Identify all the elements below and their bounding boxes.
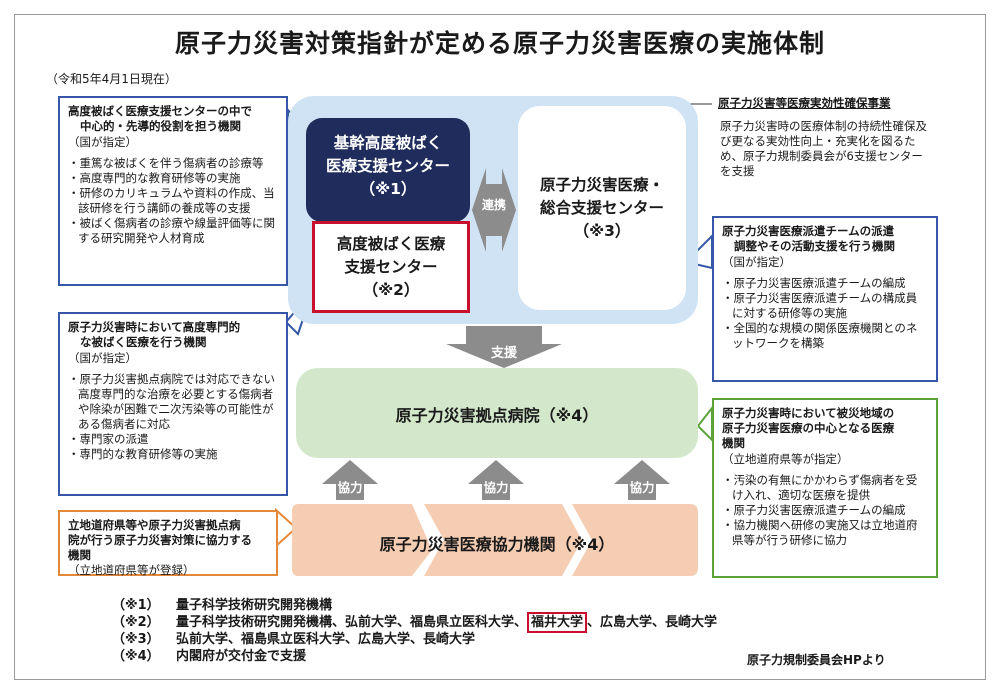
list-item: 原子力災害医療派遣チームの構成員に対する研修等の実施 xyxy=(722,291,928,321)
right-box-2-heading-line-1: 原子力災害医療派遣チームの派遣 xyxy=(722,224,895,238)
list-item: 高度専門的な教育研修等の実施 xyxy=(68,171,278,186)
right-box-2-heading-line-2: 調整やその活動支援を行う機関 xyxy=(734,239,895,253)
left-box-3-sub: （立地道府県等が登録） xyxy=(68,563,195,577)
footnote-text: 弘前大学、福島県立医科大学、広島大学、長崎大学 xyxy=(176,632,476,647)
left-box-3-heading-line-1: 立地道府県等や原子力災害拠点病 xyxy=(68,518,241,532)
navy-line-3: （※1） xyxy=(359,180,417,198)
navy-line-2: 医療支援センター xyxy=(325,157,450,175)
comp-line-1: 原子力災害医療・ xyxy=(539,176,664,194)
comp-line-3: （※3） xyxy=(573,222,631,240)
comp-line-2: 総合支援センター xyxy=(539,199,664,217)
right-box-3-list: 汚染の有無にかかわらず傷病者を受け入れ、適切な医療を提供 原子力災害医療派遣チー… xyxy=(722,473,928,548)
cooperation-label-2: 協力 xyxy=(483,480,509,495)
footnote-2: （※2） 量子科学技術研究開発機構、弘前大学、福島県立医科大学、 福井大学 、広… xyxy=(112,612,718,633)
list-item: 専門家の派遣 xyxy=(68,432,278,447)
support-label: 支援 xyxy=(490,346,517,361)
footnotes: （※1） 量子科学技術研究開発機構 （※2） 量子科学技術研究開発機構、弘前大学… xyxy=(112,597,717,665)
cooperation-arrow-1 xyxy=(322,460,378,500)
left-box-1-sub: （国が指定） xyxy=(68,135,137,149)
list-item: 被ばく傷病者の診療や線量評価等に関する研究開発や人材育成 xyxy=(68,216,278,246)
footnote-3: （※3） 弘前大学、福島県立医科大学、広島大学、長崎大学 xyxy=(112,631,717,648)
right-box-2-sub: （国が指定） xyxy=(722,255,791,269)
footnote-text: 内閣府が交付金で支援 xyxy=(176,649,307,664)
support-arrow-down xyxy=(446,326,562,368)
right-box-3-heading-line-3: 機関 xyxy=(722,436,745,450)
left-box-advanced-center: 原子力災害時において高度専門的 な被ばく医療を行う機関 （国が指定） 原子力災害… xyxy=(58,312,288,496)
list-item: 原子力災害医療派遣チームの編成 xyxy=(722,503,928,518)
red-line-3: （※2） xyxy=(362,281,420,299)
left-box-3-heading-line-2: 院が行う原子力災害対策に協力する xyxy=(68,533,252,547)
list-item: 汚染の有無にかかわらず傷病者を受け入れ、適切な医療を提供 xyxy=(722,473,928,503)
left-box-cooperating: 立地道府県等や原子力災害拠点病 院が行う原子力災害対策に協力する 機関 （立地道… xyxy=(58,510,278,577)
list-item: 研修のカリキュラムや資料の作成、当該研修を行う講師の養成等の支援 xyxy=(68,186,278,216)
right-box-2-list: 原子力災害医療派遣チームの編成 原子力災害医療派遣チームの構成員に対する研修等の… xyxy=(722,276,928,351)
cooperation-label-1: 協力 xyxy=(337,480,363,495)
right-box-3-heading-line-1: 原子力災害時において被災地域の xyxy=(722,406,895,420)
right-box-3-sub: （立地道府県等が指定） xyxy=(722,452,849,466)
left-box-1-heading-line-2: 中心的・先導的役割を担う機関 xyxy=(80,119,241,133)
core-advanced-center-box: 基幹高度被ばく 医療支援センター （※1） xyxy=(306,118,470,222)
left-box-2-list: 原子力災害拠点病院では対応できない高度専門的な治療を必要とする傷病者や除染が困難… xyxy=(68,372,278,462)
comprehensive-center-box: 原子力災害医療・ 総合支援センター （※3） xyxy=(518,106,686,310)
right-box-1-heading: 原子力災害等医療実効性確保事業 xyxy=(718,96,891,110)
as-of-date: （令和5年4月1日現在） xyxy=(46,72,177,86)
footnote-4: （※4） 内閣府が交付金で支援 xyxy=(112,648,717,665)
cooperating-institutions-label: 原子力災害医療協力機関（※4） xyxy=(379,535,615,554)
cooperation-arrow-2 xyxy=(468,460,524,500)
cooperation-arrow-3 xyxy=(614,460,670,500)
base-hospital-box: 原子力災害拠点病院（※4） xyxy=(296,368,698,458)
cooperating-block-1 xyxy=(292,504,432,576)
list-item: 原子力災害医療派遣チームの編成 xyxy=(722,276,928,291)
page-title: 原子力災害対策指針が定める原子力災害医療の実施体制 xyxy=(174,29,825,58)
source-credit: 原子力規制委員会HPより xyxy=(747,653,886,667)
left-box-2-heading-line-2: な被ばく医療を行う機関 xyxy=(80,335,207,349)
footnote-key: （※3） xyxy=(112,632,160,647)
left-box-3-heading-line-3: 機関 xyxy=(68,548,91,562)
advanced-center-box: 高度被ばく医療 支援センター （※2） xyxy=(312,221,470,313)
footnote-key: （※2） xyxy=(112,615,160,630)
red-line-1: 高度被ばく医療 xyxy=(336,235,446,253)
cooperation-label-3: 協力 xyxy=(629,480,655,495)
left-box-core-center: 高度被ばく医療支援センターの中で 中心的・先導的役割を担う機関 （国が指定） 重… xyxy=(58,96,288,286)
list-item: 原子力災害拠点病院では対応できない高度専門的な治療を必要とする傷病者や除染が困難… xyxy=(68,372,278,432)
renkei-label: 連携 xyxy=(481,198,506,212)
cooperating-block-3 xyxy=(572,504,698,576)
left-box-2-heading-line-1: 原子力災害時において高度専門的 xyxy=(68,320,241,334)
footnote-key: （※4） xyxy=(112,649,160,664)
footnote-text-before: 量子科学技術研究開発機構、弘前大学、福島県立医科大学、 xyxy=(176,615,528,630)
footnote-text: 量子科学技術研究開発機構 xyxy=(176,598,333,613)
footnote-text-after: 、広島大学、長崎大学 xyxy=(587,615,718,630)
right-box-1-body: 原子力災害時の医療体制の持続性確保及び更なる実効性向上・充実化を図るため、原子力… xyxy=(720,119,927,178)
right-box-3-heading-line-2: 原子力災害医療の中心となる医療 xyxy=(722,421,895,435)
list-item: 重篤な被ばくを伴う傷病者の診療等 xyxy=(68,156,278,171)
left-box-2-sub: （国が指定） xyxy=(68,351,137,365)
red-line-2: 支援センター xyxy=(344,258,438,276)
right-box-effectiveness-project: 原子力災害等医療実効性確保事業 原子力災害時の医療体制の持続性確保及び更なる実効… xyxy=(712,96,938,208)
left-box-1-heading-line-1: 高度被ばく医療支援センターの中で xyxy=(68,104,252,118)
right-box-dispatch-center: 原子力災害医療派遣チームの派遣 調整やその活動支援を行う機関 （国が指定） 原子… xyxy=(712,216,938,382)
bidirectional-arrow xyxy=(472,168,516,252)
list-item: 協力機関へ研修の実施又は立地道府県等が行う研修に協力 xyxy=(722,518,928,548)
list-item: 全国的な規模の関係医療機関とのネットワークを構築 xyxy=(722,321,928,351)
navy-line-1: 基幹高度被ばく xyxy=(333,134,443,152)
cooperating-block-2 xyxy=(424,504,582,576)
right-box-base-hospital: 原子力災害時において被災地域の 原子力災害医療の中心となる医療 機関 （立地道府… xyxy=(712,398,938,578)
footnote-1: （※1） 量子科学技術研究開発機構 xyxy=(112,597,717,614)
footnote-key: （※1） xyxy=(112,598,160,613)
left-box-1-list: 重篤な被ばくを伴う傷病者の診療等 高度専門的な教育研修等の実施 研修のカリキュラ… xyxy=(68,156,278,246)
highlighted-university: 福井大学 xyxy=(527,612,588,633)
list-item: 専門的な教育研修等の実施 xyxy=(68,447,278,462)
